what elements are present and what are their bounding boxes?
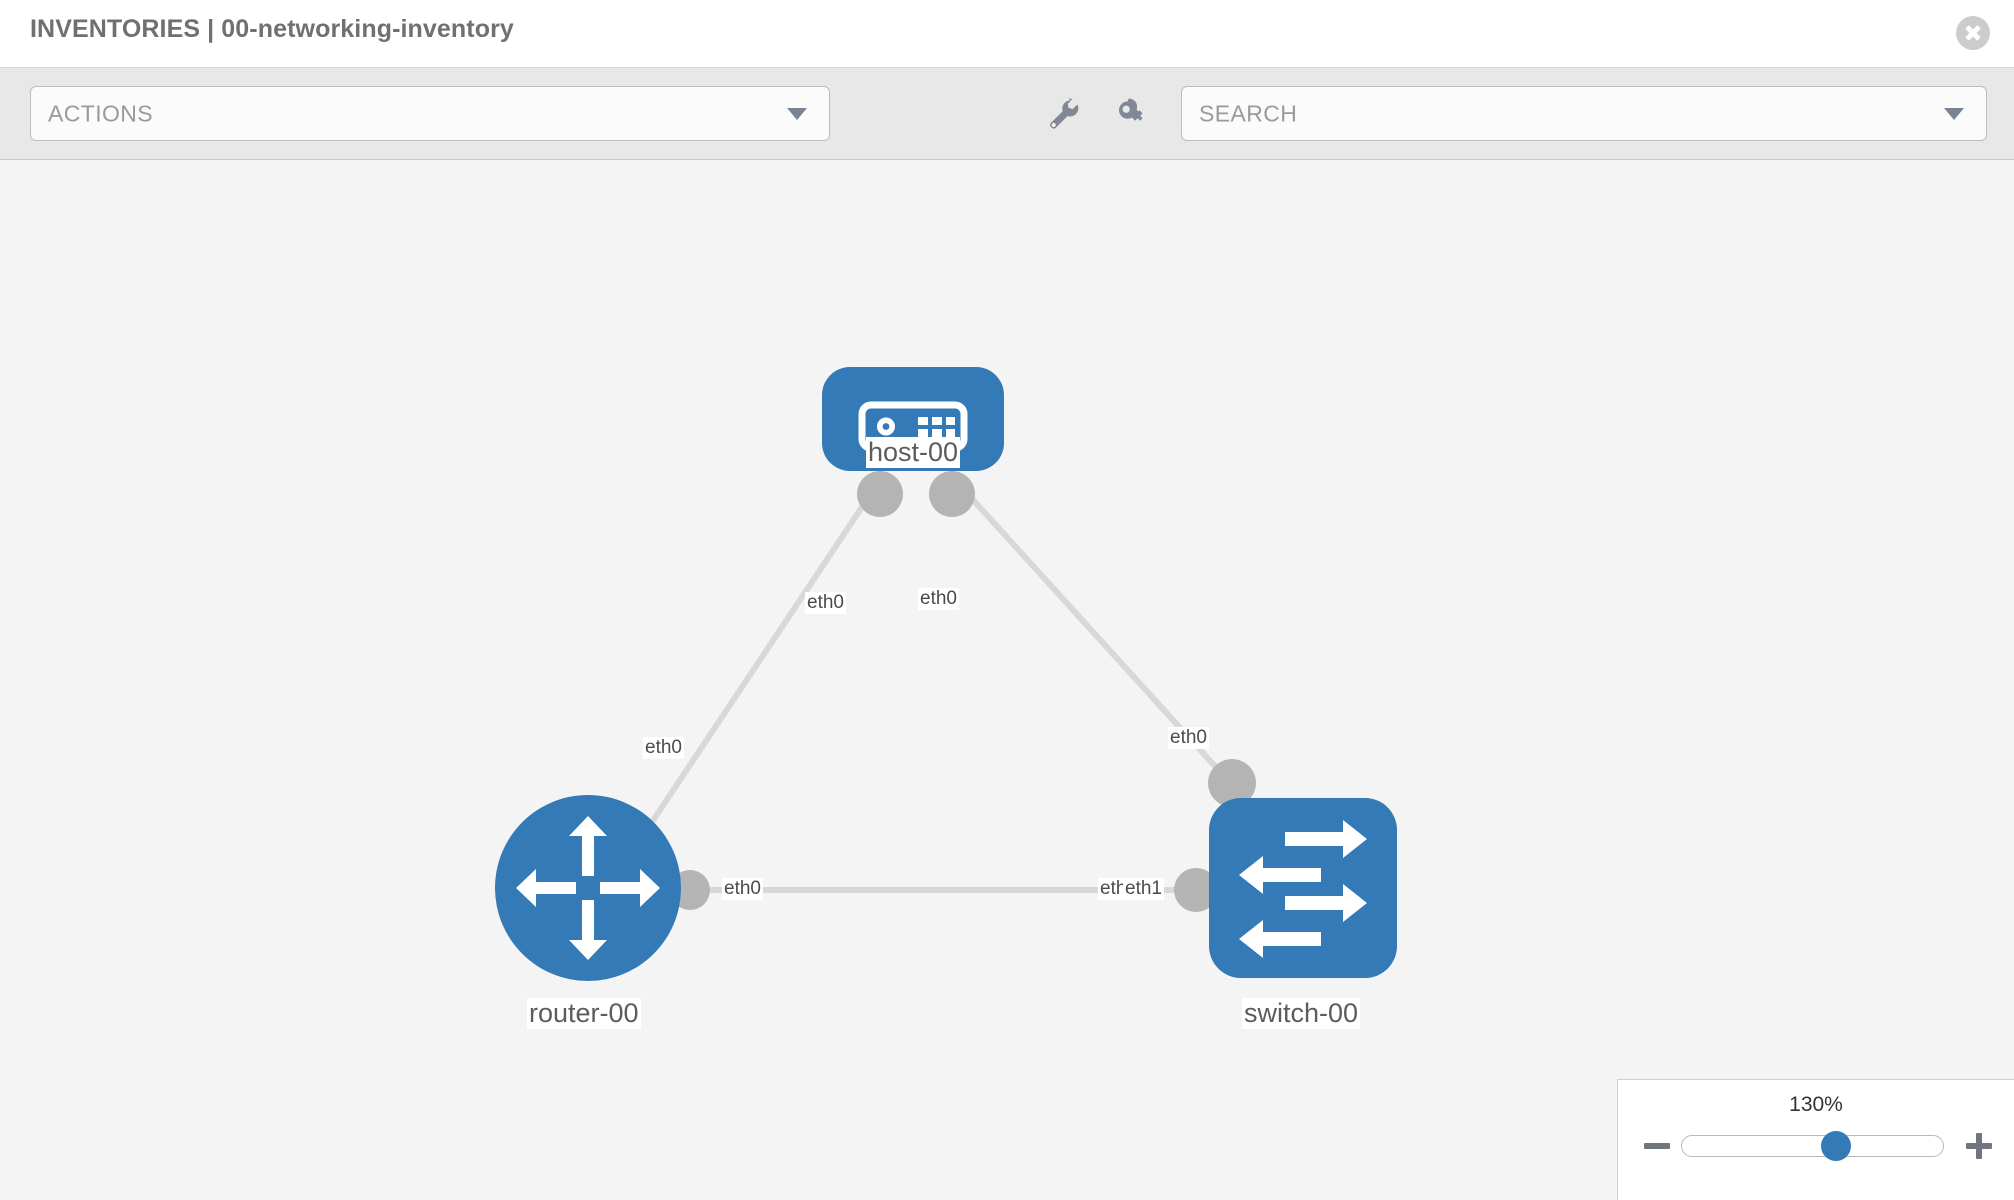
connector-host00-right (929, 471, 975, 517)
node-label-host-00: host-00 (866, 437, 961, 469)
wrench-icon[interactable] (1046, 98, 1080, 132)
topology-links (645, 477, 1235, 893)
chevron-down-icon (787, 107, 807, 120)
page-title: INVENTORIES | 00-networking-inventory (30, 15, 514, 43)
interface-label-router00-eth0-north: eth0 (643, 737, 684, 759)
node-label-router-00: router-00 (527, 998, 641, 1030)
zoom-slider-thumb[interactable] (1820, 1131, 1851, 1161)
interface-label-router00-eth0-east: eth0 (722, 878, 763, 900)
chevron-down-icon[interactable] (1944, 107, 1964, 120)
interface-label-switch00-eth0-north: eth0 (1168, 727, 1209, 749)
node-router-00 (495, 795, 681, 981)
search-placeholder: SEARCH (1199, 100, 1298, 126)
switch-arrows-icon (1239, 820, 1367, 958)
connector-switch00-west (1174, 868, 1218, 912)
page-header: INVENTORIES | 00-networking-inventory (0, 0, 2014, 68)
zoom-percent-label: 130% (1789, 1093, 1843, 1116)
search-input[interactable]: SEARCH (1181, 86, 1987, 141)
actions-dropdown-label: ACTIONS (48, 100, 154, 126)
node-switch-00 (1209, 798, 1397, 978)
interface-label-host00-eth0-left: eth0 (805, 592, 846, 614)
close-icon[interactable] (1956, 16, 1990, 50)
plus-icon[interactable] (1966, 1133, 1992, 1159)
connector-switch00-nw (1208, 759, 1256, 807)
zoom-slider-track[interactable] (1681, 1131, 1944, 1161)
topology-canvas[interactable]: eth0 eth0 eth0 eth0 eth0 eth0 eth1 host-… (0, 160, 2014, 1200)
topology-connectors (670, 471, 1256, 912)
zoom-control: 130% (1617, 1079, 2014, 1200)
link-host00-router00 (645, 478, 883, 830)
actions-dropdown[interactable]: ACTIONS (30, 86, 830, 141)
toolbar: ACTIONS SEARCH (0, 68, 2014, 160)
node-label-switch-00: switch-00 (1242, 998, 1361, 1030)
minus-icon[interactable] (1644, 1133, 1670, 1159)
interface-label-host00-eth0-right: eth0 (918, 588, 959, 610)
connector-host00-left (857, 471, 903, 517)
topology-graph (495, 367, 1397, 981)
router-arrows-icon (516, 816, 660, 960)
key-icon[interactable] (1116, 98, 1150, 132)
interface-label-switch00-eth1-west: eth1 (1123, 878, 1164, 900)
